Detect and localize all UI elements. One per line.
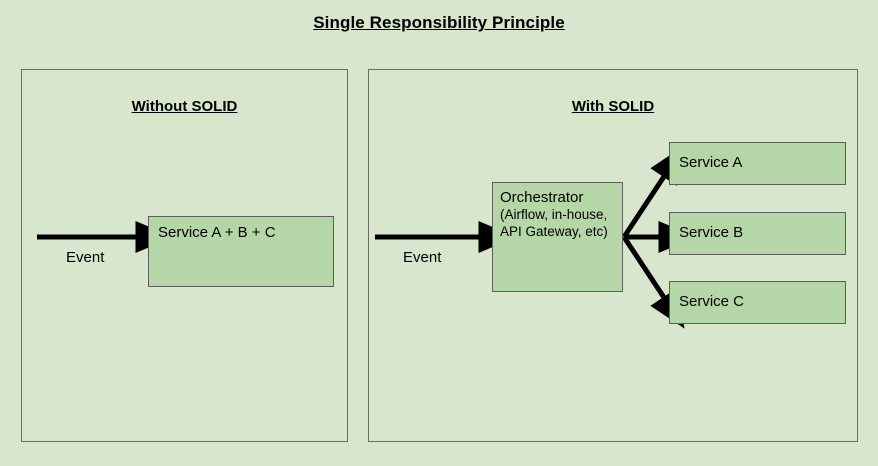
edge-label-event-right: Event bbox=[403, 249, 442, 266]
node-orchestrator[interactable]: Orchestrator (Airflow, in-house, API Gat… bbox=[492, 182, 623, 292]
node-service-abc[interactable]: Service A + B + C bbox=[148, 216, 334, 287]
node-orchestrator-subtitle: (Airflow, in-house, API Gateway, etc) bbox=[500, 206, 608, 239]
arrow-orchestrator-to-service-c bbox=[621, 235, 685, 329]
node-orchestrator-title: Orchestrator bbox=[500, 189, 584, 206]
node-service-b[interactable]: Service B bbox=[669, 212, 846, 255]
panel-with-solid-heading: With SOLID bbox=[571, 98, 655, 115]
page-title: Single Responsibility Principle bbox=[313, 13, 565, 32]
node-service-c[interactable]: Service C bbox=[669, 281, 846, 324]
edge-label-event-left: Event bbox=[66, 249, 105, 266]
arrow-orchestrator-to-service-a bbox=[621, 145, 685, 239]
node-service-a[interactable]: Service A bbox=[669, 142, 846, 185]
panel-without-solid-heading: Without SOLID bbox=[131, 98, 238, 115]
